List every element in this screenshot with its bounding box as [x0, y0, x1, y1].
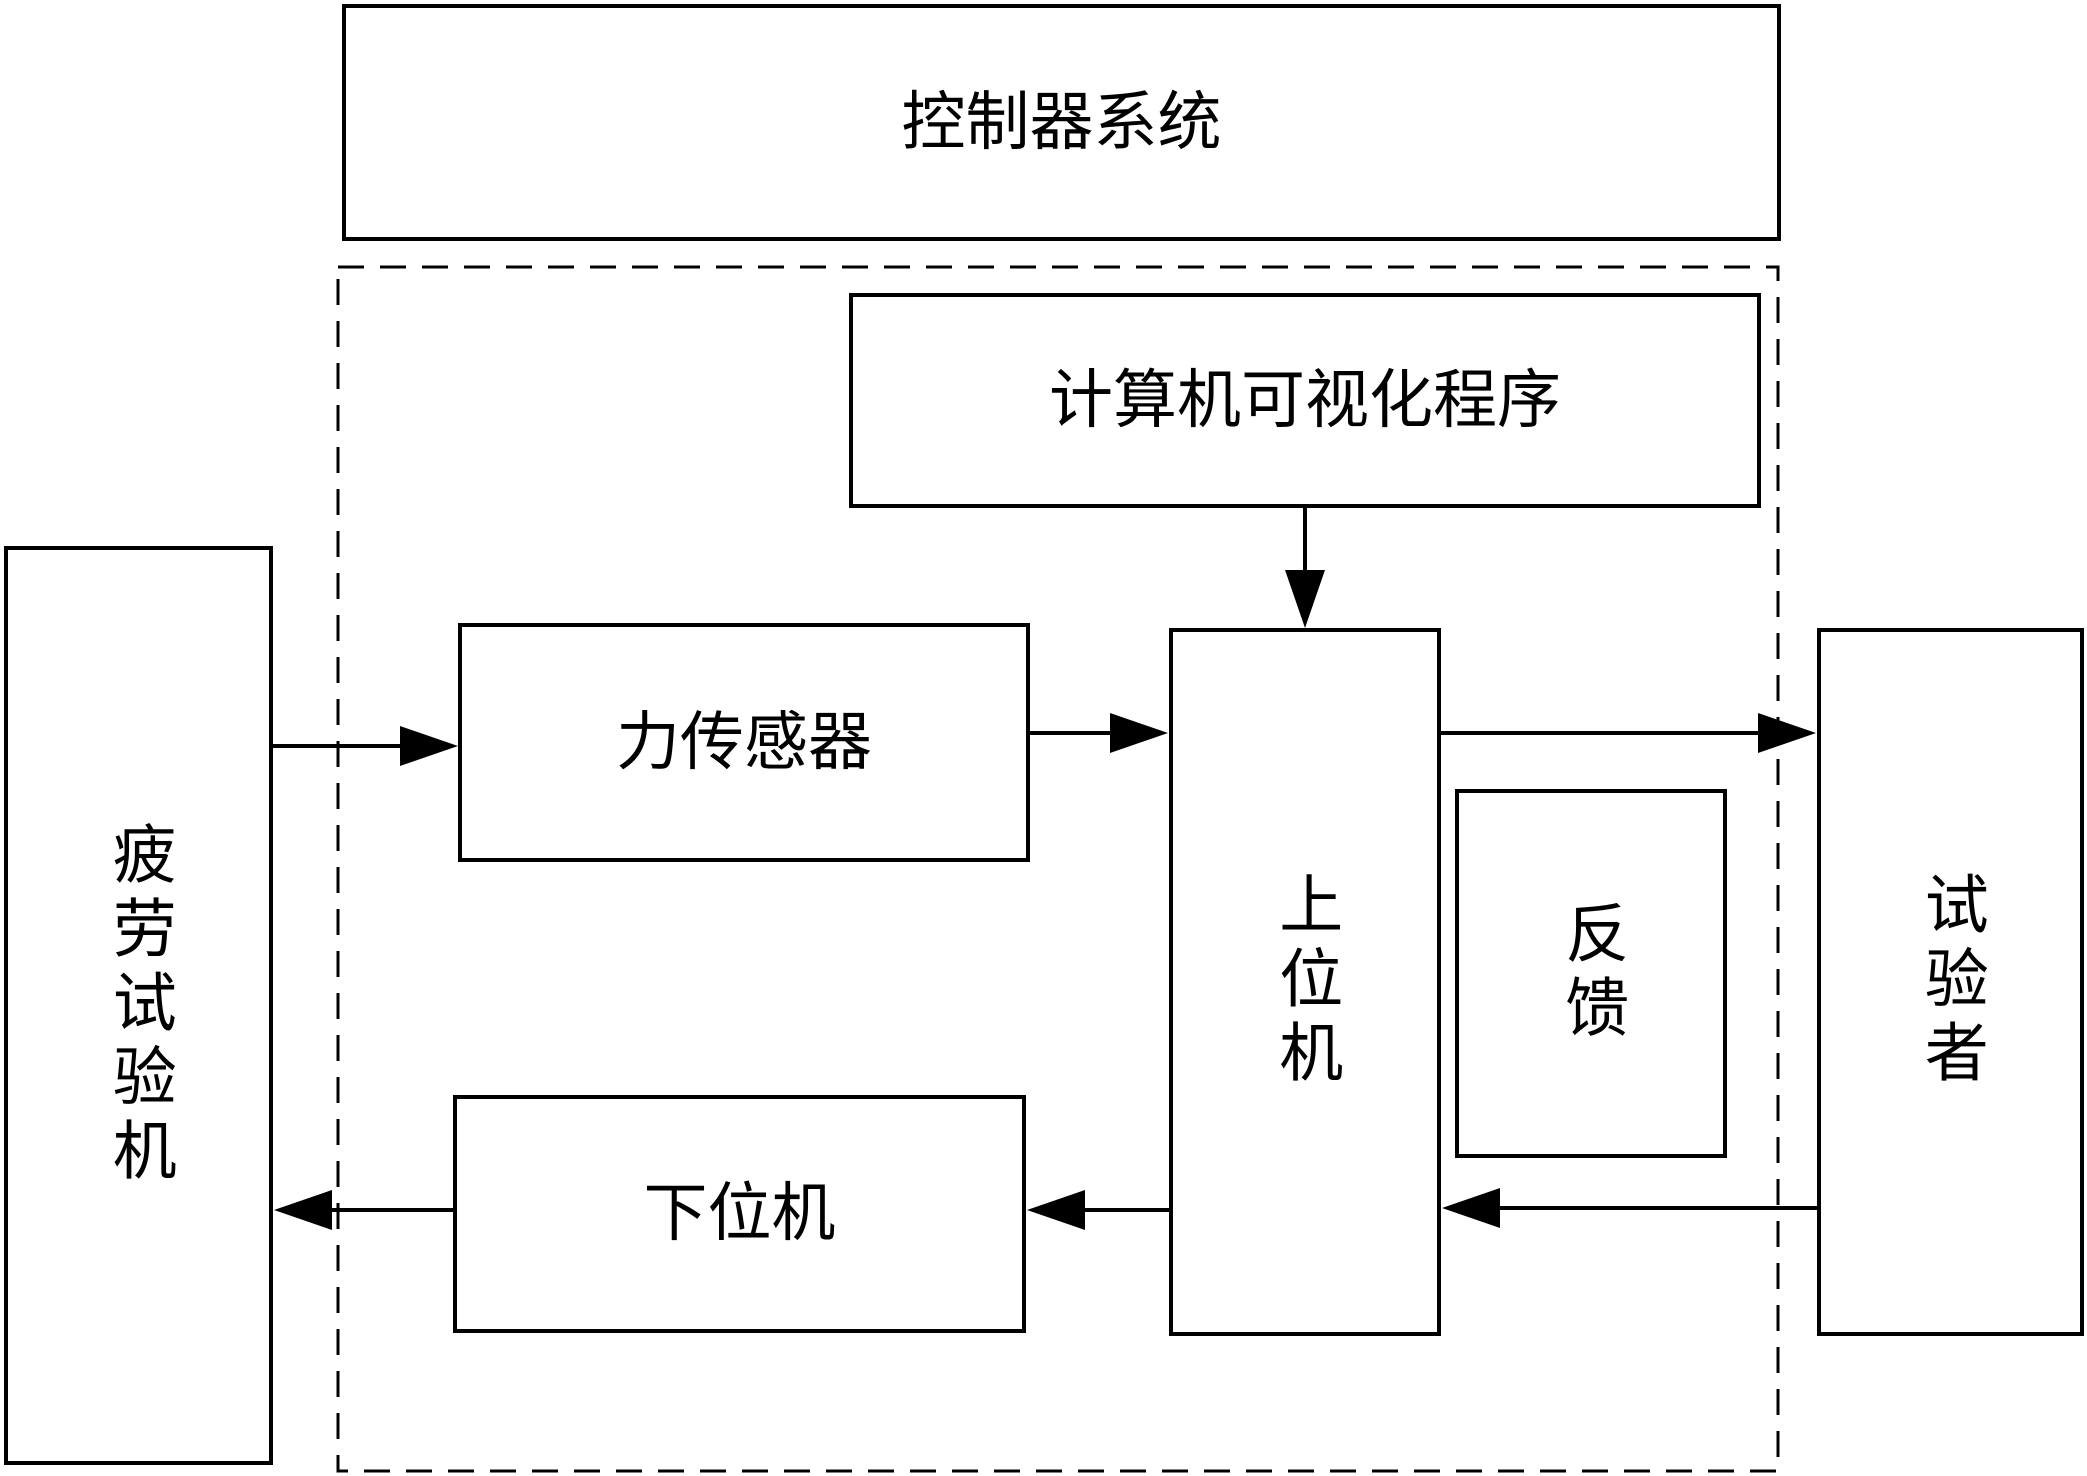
- node-label: 反馈: [1554, 899, 1629, 1048]
- edge-program-to-host: [1285, 507, 1325, 628]
- edge-host-to-experimenter: [1440, 713, 1816, 753]
- node-label: 力传感器: [616, 705, 872, 780]
- edge-fatigue-to-sensor: [272, 726, 458, 766]
- node-feedback: 反馈: [1455, 789, 1727, 1158]
- edge-sensor-to-host: [1029, 713, 1168, 753]
- edge-experimenter-to-host: [1442, 1188, 1817, 1228]
- node-label: 控制器系统: [901, 85, 1222, 160]
- node-label: 下位机: [643, 1177, 836, 1251]
- node-label: 上位机: [1268, 871, 1343, 1093]
- node-label: 疲劳试验机: [101, 820, 176, 1191]
- node-controller-system: 控制器系统: [342, 4, 1781, 241]
- node-slave-computer: 下位机: [453, 1095, 1026, 1333]
- node-label: 试验者: [1913, 871, 1988, 1093]
- node-force-sensor: 力传感器: [458, 623, 1030, 862]
- node-visualization-program: 计算机可视化程序: [849, 293, 1761, 508]
- edge-host-to-slave: [1027, 1190, 1169, 1230]
- node-experimenter: 试验者: [1817, 628, 2084, 1336]
- edge-slave-to-fatigue: [274, 1190, 453, 1230]
- node-host-computer: 上位机: [1169, 628, 1441, 1336]
- node-fatigue-tester: 疲劳试验机: [4, 546, 273, 1465]
- controller-system-boundary: [336, 265, 1780, 1473]
- node-label: 计算机可视化程序: [1049, 363, 1561, 438]
